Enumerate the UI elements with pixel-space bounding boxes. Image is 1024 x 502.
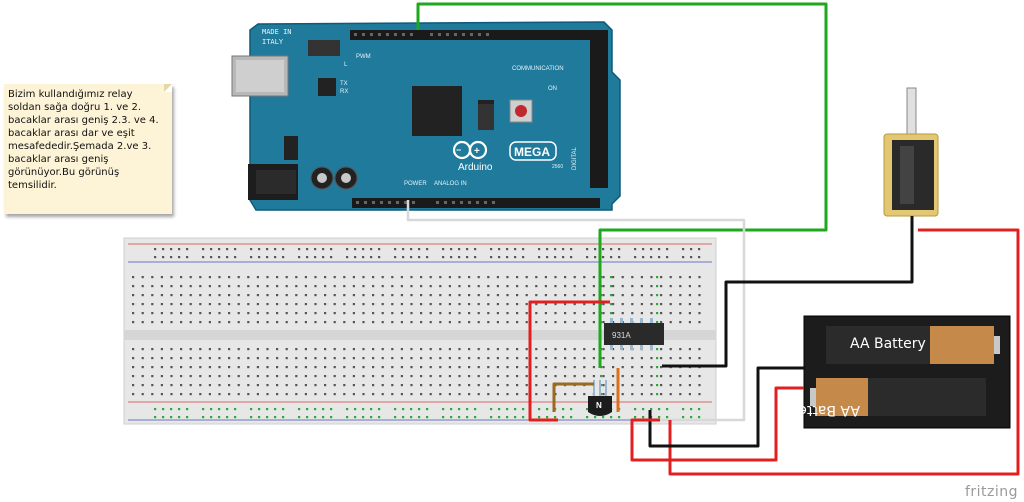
wire-white-arduino-to-rail: [406, 200, 746, 422]
ic-label: 931A: [612, 331, 631, 340]
arduino-brand-text: Arduino: [458, 162, 493, 173]
voltage-regulator: [284, 136, 298, 160]
communication-label: COMMUNICATION: [512, 66, 564, 72]
svg-text:−: −: [456, 145, 461, 155]
wire-red-battery: [630, 386, 804, 462]
solenoid: [883, 87, 939, 217]
wire-green-arduino-pin-to-breadboard: [416, 2, 828, 368]
italy-label: ITALY: [262, 38, 284, 46]
digital-label: DIGITAL: [572, 146, 578, 170]
usb-chip: [318, 78, 336, 96]
digital-header-right: [590, 30, 608, 188]
made-in-label: MADE IN: [262, 28, 292, 36]
note-text: Bizim kullandığımız relay soldan sağa do…: [8, 89, 159, 191]
relay-ic: 931A: [604, 318, 664, 350]
wire-black-solenoid: [662, 216, 914, 368]
led-rx-label: RX: [340, 89, 348, 95]
wire-red-solenoid-to-battery: [668, 228, 1020, 476]
led-tx-label: TX: [340, 81, 348, 87]
solenoid-plunger: [906, 87, 917, 137]
microcontroller-chip: [412, 86, 462, 136]
mega-badge: [509, 141, 557, 161]
pwm-label: PWM: [356, 54, 371, 60]
note-fold: [164, 84, 172, 92]
model-suffix-text: 2560: [552, 164, 563, 170]
led-l-label: L: [344, 62, 348, 68]
battery-cell-top: [826, 326, 1000, 364]
breadboard-holes: [132, 248, 701, 419]
wire-brown-transistor: [552, 382, 594, 412]
explanation-note: Bizim kullandığımız relay soldan sağa do…: [4, 84, 172, 214]
wire-red-breadboard: [528, 300, 610, 422]
transistor-label: N: [596, 401, 602, 410]
wire-black-battery: [648, 366, 804, 448]
arduino-mega-board: MADE IN ITALY PWM COMMUNICATION L TX RX …: [231, 21, 621, 211]
analog-in-label: ANALOG IN: [434, 181, 467, 187]
led-on-label: ON: [548, 86, 557, 92]
arduino-logo: − + Arduino: [452, 140, 493, 173]
battery-pack: AA Battery AA Battery: [784, 315, 1011, 429]
battery-cell-bottom: [810, 378, 986, 416]
reset-button-cap: [515, 105, 527, 117]
wires: [406, 2, 1020, 476]
mega-model-text: MEGA: [514, 145, 550, 159]
digital-header-top: [350, 30, 598, 40]
battery-bottom-label: AA Battery: [784, 402, 860, 418]
power-label: POWER: [404, 181, 427, 187]
svg-text:+: +: [474, 146, 480, 157]
fritzing-brand: fritzing: [964, 484, 1018, 500]
battery-top-label: AA Battery: [850, 336, 926, 352]
